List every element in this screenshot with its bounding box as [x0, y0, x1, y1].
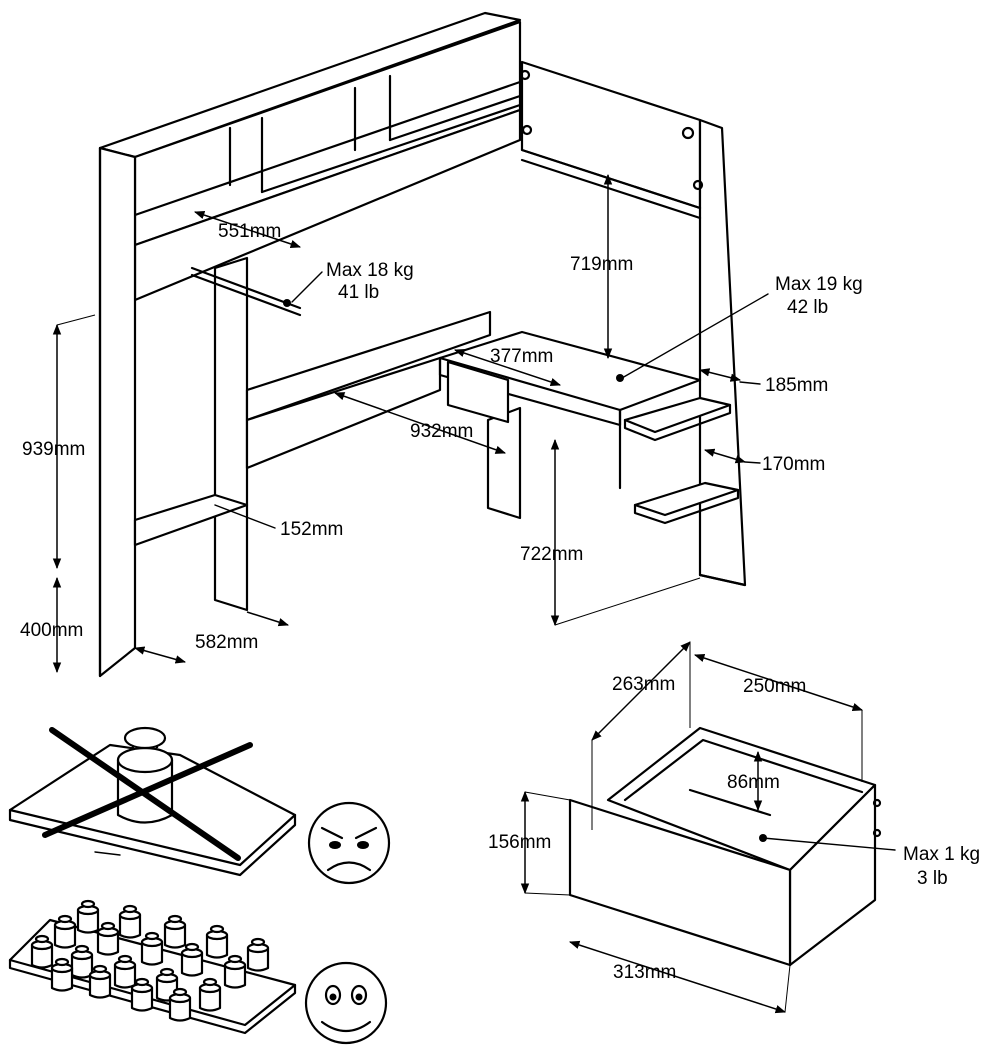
loft-bed-unit [98, 11, 747, 678]
weight-icon [113, 954, 137, 989]
shelf-depth-lower-label: 170mm [762, 454, 825, 475]
weight-icon [163, 914, 187, 949]
unit-dimension-lines [52, 173, 769, 674]
drawer-dimension-lines [520, 641, 896, 1014]
rail-load-kg-label: Max 18 kg [326, 260, 414, 281]
drawer-width-label: 313mm [613, 962, 676, 983]
rail-load-lb-label: 41 lb [338, 282, 379, 303]
desk-depth-label: 377mm [490, 346, 553, 367]
weight-icon [53, 914, 77, 949]
desk-load-kg-label: Max 19 kg [775, 274, 863, 295]
correct-load-illustration [8, 899, 297, 1035]
weight-icon [96, 921, 120, 956]
weight-icon [88, 964, 112, 999]
weight-icon [205, 924, 229, 959]
drawer-height-label: 156mm [488, 832, 551, 853]
weight-icon [130, 977, 154, 1012]
unit-dimension-labels: 551mm Max 18 kg 41 lb 719mm Max 19 kg 42… [20, 221, 863, 653]
weight-icon [168, 987, 192, 1022]
desk-height-label: 722mm [520, 544, 583, 565]
incorrect-load-illustration [8, 726, 297, 877]
weight-icon [76, 899, 100, 934]
drawer-load-lb-label: 3 lb [917, 868, 948, 889]
weight-icon [246, 937, 270, 972]
weight-icon [118, 904, 142, 939]
rail-width-label: 551mm [218, 221, 281, 242]
weight-icon [140, 931, 164, 966]
unit-depth-label: 582mm [195, 632, 258, 653]
shelf-depth-upper-label: 185mm [765, 375, 828, 396]
angry-face-icon [307, 801, 391, 885]
weight-icon [50, 957, 74, 992]
drawer-inner-height-label: 86mm [727, 772, 780, 793]
desk-width-label: 932mm [410, 421, 473, 442]
desk-clear-height-label: 719mm [570, 254, 633, 275]
drawer [568, 726, 882, 967]
desk-load-lb-label: 42 lb [787, 297, 828, 318]
drawer-inner-width-label: 250mm [743, 676, 806, 697]
smiling-face-icon [304, 961, 388, 1045]
weight-icon [198, 977, 222, 1012]
weight-icon [223, 954, 247, 989]
drawer-dimension-labels: 263mm 250mm 86mm 156mm Max 1 kg 3 lb 313… [488, 674, 980, 983]
drawer-depth-label: 263mm [612, 674, 675, 695]
bottom-shelf-depth-label: 152mm [280, 519, 343, 540]
weight-icon [30, 934, 54, 969]
left-height-label: 939mm [22, 439, 85, 460]
drawer-load-kg-label: Max 1 kg [903, 844, 980, 865]
bottom-clearance-label: 400mm [20, 620, 83, 641]
weight-icon [180, 942, 204, 977]
